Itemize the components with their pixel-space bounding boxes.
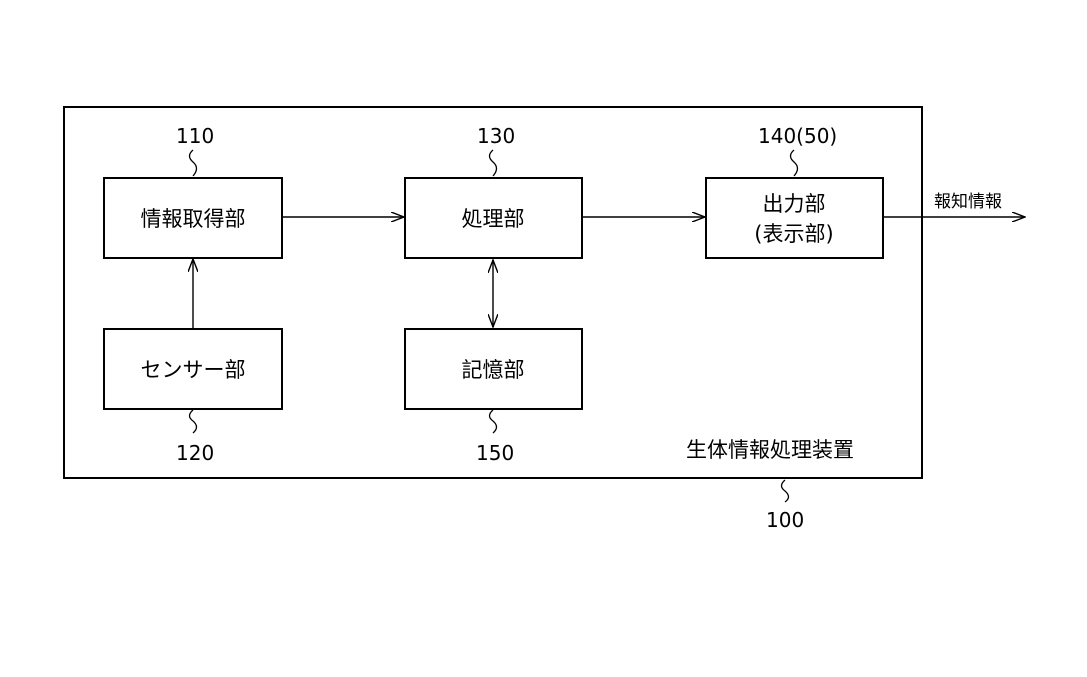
- output-label-line1: 出力部: [763, 192, 826, 216]
- output-label-line2: (表示部): [754, 222, 833, 246]
- output-ref: 140(50): [758, 124, 837, 148]
- info-acquisition-label: 情報取得部: [141, 207, 246, 231]
- storage-label: 記憶部: [462, 358, 525, 382]
- info-acquisition-ref: 110: [176, 124, 214, 148]
- processing-ref: 130: [477, 124, 515, 148]
- device-ref: 100: [766, 508, 804, 532]
- sensor-ref: 120: [176, 441, 214, 465]
- sensor-label: センサー部: [141, 358, 246, 382]
- storage-ref: 150: [476, 441, 514, 465]
- device-name: 生体情報処理装置: [686, 438, 854, 462]
- sensor-ref-leader: [190, 410, 197, 433]
- storage-ref-leader: [490, 410, 497, 433]
- output-block: [706, 178, 883, 258]
- processing-ref-leader: [490, 150, 497, 176]
- output-signal-label: 報知情報: [934, 192, 1002, 212]
- device-ref-leader: [782, 480, 789, 502]
- output-ref-leader: [791, 150, 798, 176]
- processing-label: 処理部: [462, 207, 525, 231]
- info-acquisition-ref-leader: [190, 150, 197, 176]
